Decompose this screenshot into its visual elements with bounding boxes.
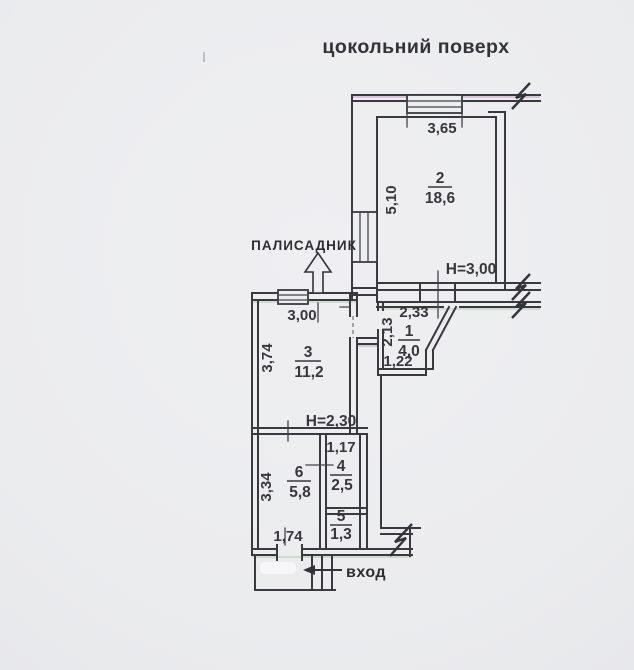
entrance-arrow-icon <box>303 565 342 575</box>
room1-area: 4,0 <box>398 343 420 360</box>
entrance-arrow-head <box>303 565 315 575</box>
room1-dim-left: 2,13 <box>379 317 396 346</box>
room1-dim-bottom: 1,22 <box>383 353 412 370</box>
room5-area: 1,3 <box>330 526 352 543</box>
room1-chamfer-wall <box>424 305 458 376</box>
window-upper-left <box>351 211 378 263</box>
page-title: цокольний поверх <box>322 36 509 58</box>
room1-dim-top: 2,33 <box>399 304 428 321</box>
entrance-label: вход <box>346 564 386 581</box>
wall-break-symbols <box>389 82 531 557</box>
room3-dim-left: 3,74 <box>259 343 276 373</box>
bottom-right-wall-stub <box>380 525 421 557</box>
break-symbol-mid-right-upper <box>511 273 531 301</box>
room6-area: 5,8 <box>289 484 311 501</box>
room1-number: 1 <box>405 323 414 340</box>
rooms45-right-wall <box>359 433 368 550</box>
room5-number: 5 <box>337 508 346 525</box>
room3-area: 11,2 <box>294 364 323 381</box>
hall-stub-wall <box>356 337 379 345</box>
room1-left-bottom-walls <box>377 301 434 376</box>
lower-block-bottom-wall <box>251 548 413 556</box>
wall-mid-top <box>376 301 541 308</box>
room3-dim-top: 3,00 <box>287 307 316 324</box>
wall-upper-left <box>351 94 378 303</box>
room6-dim-left: 3,34 <box>258 472 275 502</box>
wall-upper-right <box>488 111 506 291</box>
break-symbol-bottom-right <box>389 523 413 557</box>
room2-number: 2 <box>436 170 445 187</box>
room4-number: 4 <box>337 458 346 475</box>
window-room3-top-hatch <box>277 294 309 301</box>
room6-number: 6 <box>295 464 304 481</box>
room3-number: 3 <box>304 344 313 361</box>
window-room2-top-hatch <box>406 100 463 108</box>
room3-height-note: H=2,30 <box>306 413 356 430</box>
room4-area: 2,5 <box>331 477 353 494</box>
wall-room2-bottom-extension <box>376 282 541 291</box>
scan-highlight-patch <box>260 562 296 574</box>
lower-block-left-wall <box>251 292 259 556</box>
room2-area: 18,6 <box>425 190 456 207</box>
break-symbol-mid-right-lower <box>511 291 531 319</box>
window-upper-left-hatch <box>359 211 369 263</box>
room2-door-jambs <box>419 282 456 303</box>
garden-label: ПАЛИСАДНИК <box>251 238 357 253</box>
room2-dim-left: 5,10 <box>383 185 400 214</box>
wall-room3-room6-divider <box>251 427 368 435</box>
room6-dim-bottom: 1,74 <box>273 528 303 545</box>
room2-height-note: H=3,00 <box>446 261 496 278</box>
dimension-ticks <box>284 112 463 546</box>
garden-direction-arrow-icon <box>303 251 333 294</box>
room3-right-wall <box>349 292 358 435</box>
entrance-door-jambs <box>276 544 303 561</box>
room2-dim-top: 3,65 <box>427 120 456 137</box>
wall-room6-room4-divider <box>319 433 327 550</box>
break-symbol-top-right <box>511 82 531 110</box>
windows <box>277 94 463 305</box>
window-room3-top <box>277 289 309 305</box>
window-room2-top <box>406 94 463 114</box>
walls <box>251 94 541 591</box>
room4-dim-top: 1,17 <box>326 439 355 456</box>
